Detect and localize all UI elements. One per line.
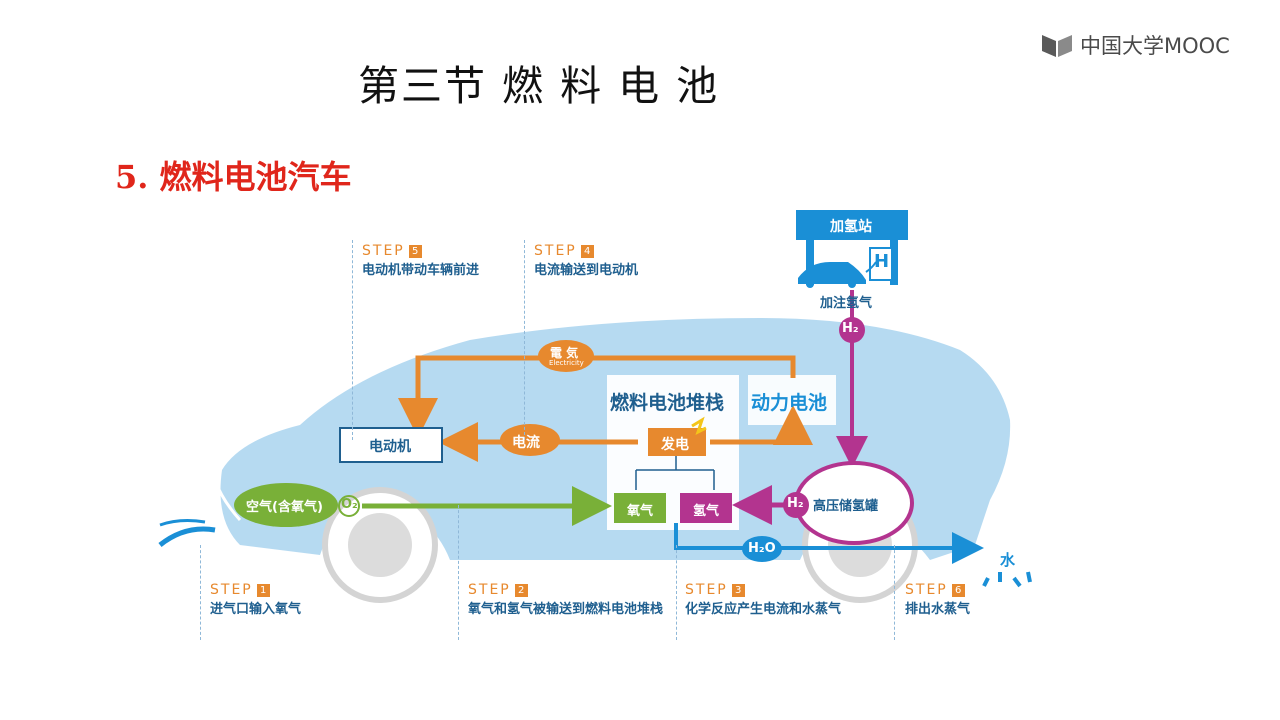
hydrogen-box <box>680 493 732 523</box>
page-title: 第三节 燃 料 电 池 <box>358 62 720 110</box>
step5-guide <box>352 240 353 440</box>
h2-tank-label: H₂ <box>787 496 804 511</box>
logo-text: 中国大学MOOC <box>1080 34 1230 58</box>
mooc-logo: 中国大学MOOC <box>1040 30 1230 60</box>
h2-top-label: H₂ <box>842 321 859 336</box>
electricity-en: Electricity <box>549 359 584 367</box>
o2-label: O₂ <box>341 497 358 512</box>
step1-guide <box>200 545 201 640</box>
air-label: 空气(含氧气) <box>246 500 323 515</box>
water-label: 水 <box>1000 551 1016 569</box>
stack-title: 燃料电池堆栈 <box>610 392 725 414</box>
hydrogen-label: 氢气 <box>693 504 720 519</box>
electricity-cn: 電 気 <box>550 346 579 360</box>
step3-guide <box>676 545 677 640</box>
tank-label: 高压储氢罐 <box>813 499 879 514</box>
oxygen-box <box>614 493 666 523</box>
step4-guide <box>524 240 525 440</box>
section-subtitle: 5. 燃料电池汽车 <box>115 158 352 196</box>
station-roof <box>796 210 908 240</box>
motor-label: 电动机 <box>369 439 411 455</box>
h2o-label: H₂O <box>748 541 776 556</box>
station-sign: 加氢站 <box>830 219 872 235</box>
step6-guide <box>894 545 895 640</box>
generate-label: 发电 <box>661 437 689 453</box>
step2-guide <box>458 505 459 640</box>
motor-box <box>339 427 443 463</box>
station-caption: 加注氢气 <box>820 296 873 311</box>
power-battery-label: 动力电池 <box>751 392 828 414</box>
book-logo-icon <box>1042 35 1072 57</box>
station-h: H <box>874 251 890 272</box>
current-label: 电流 <box>512 435 540 451</box>
oxygen-label: 氧气 <box>627 504 654 519</box>
